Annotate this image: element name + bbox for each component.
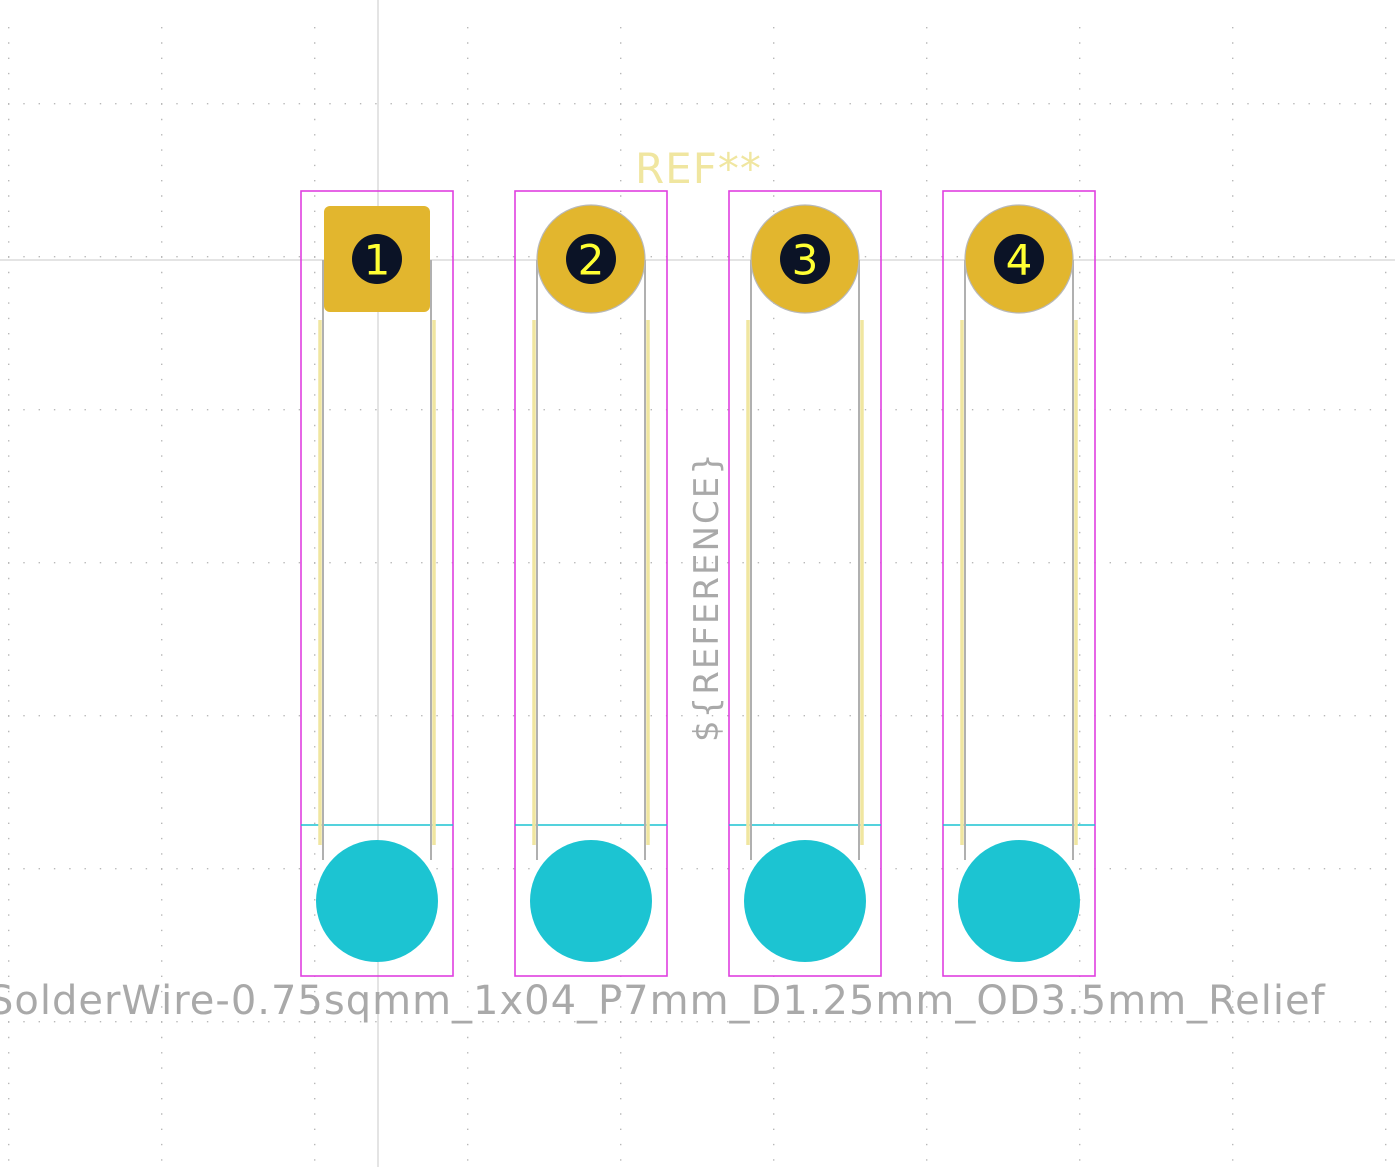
pad-number: 2 [578, 236, 605, 285]
pad-column-3: 3 [728, 190, 882, 977]
fab-outline [750, 260, 860, 860]
drill-hole [994, 234, 1044, 284]
courtyard-outline [942, 190, 1096, 977]
pad-number: 3 [792, 236, 819, 285]
relief-pad[interactable] [530, 840, 652, 962]
drill-hole [780, 234, 830, 284]
courtyard-outline [514, 190, 668, 977]
pad-column-4: 4 [942, 190, 1096, 977]
relief-pad[interactable] [744, 840, 866, 962]
pad-number: 4 [1006, 236, 1033, 285]
fab-outline [964, 260, 1074, 860]
pad-column-2: 2 [514, 190, 668, 977]
relief-pad[interactable] [316, 840, 438, 962]
fab-outline [322, 260, 432, 860]
drill-hole [352, 234, 402, 284]
relief-pad[interactable] [958, 840, 1080, 962]
reference-field-label[interactable]: ${REFERENCE} [687, 451, 727, 742]
pad-number: 1 [364, 236, 391, 285]
footprint-value-label[interactable]: SolderWire-0.75sqmm_1x04_P7mm_D1.25mm_OD… [0, 978, 1326, 1024]
pad-column-1: 1 [300, 190, 454, 977]
fab-outline [536, 260, 646, 860]
courtyard-outline [728, 190, 882, 977]
pad-columns: 1 2 3 4 [300, 190, 1096, 977]
courtyard-outline [300, 190, 454, 977]
drill-hole [566, 234, 616, 284]
reference-label[interactable]: REF** [635, 144, 762, 193]
